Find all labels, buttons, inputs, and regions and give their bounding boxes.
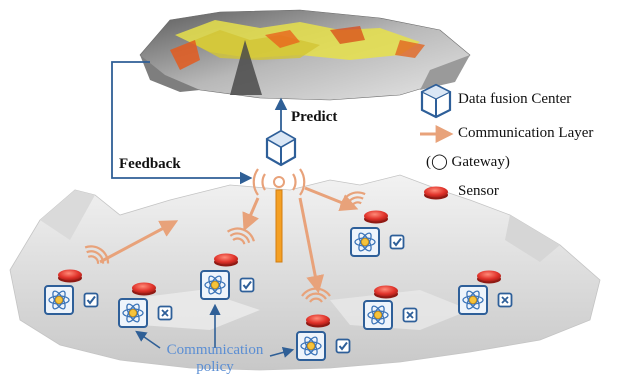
legend-sensor-label: Sensor — [458, 183, 499, 199]
cross-icon — [402, 307, 418, 323]
check-icon — [335, 338, 351, 354]
legend-sensor-icon — [424, 186, 448, 200]
communication-links — [99, 186, 359, 294]
legend-data-fusion-label: Data fusion Center — [458, 91, 572, 107]
legend-cube-icon — [420, 83, 452, 119]
check-icon — [83, 292, 99, 308]
check-icon — [389, 234, 405, 250]
gateway-tower — [252, 168, 306, 263]
policy-line-1: Communication — [166, 342, 264, 358]
predicted-terrain — [139, 9, 471, 101]
cross-icon — [497, 292, 513, 308]
legend-gateway-label: (◯ Gateway) — [426, 154, 510, 170]
policy-pointers — [135, 303, 295, 358]
feedback-arrow — [111, 61, 253, 185]
cross-icon — [157, 305, 173, 321]
policy-line-2: policy — [196, 359, 234, 375]
data-fusion-cube-icon — [265, 129, 297, 167]
check-icon — [239, 277, 255, 293]
predict-label: Predict — [291, 109, 338, 125]
communication-policy-label: Communication policy — [160, 342, 270, 376]
feedback-label: Feedback — [119, 156, 181, 172]
legend-communication-label: Communication Layer — [458, 125, 594, 141]
ground-terrain — [9, 174, 601, 371]
